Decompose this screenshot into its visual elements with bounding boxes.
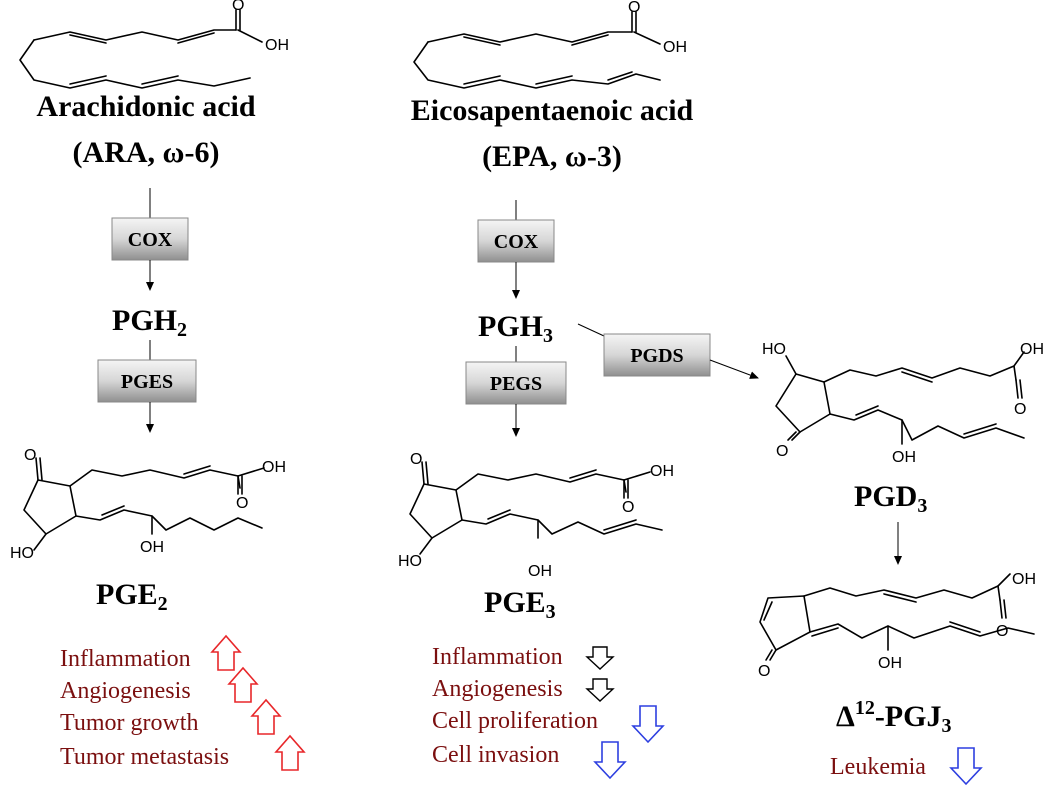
ara-name: Arachidonic acid — [36, 90, 255, 123]
pgd3-label: PGD3 — [854, 480, 927, 517]
down-arrow-icon — [585, 678, 615, 702]
atom-label: OH — [663, 39, 687, 56]
cox-right-box: COX — [477, 219, 555, 263]
pgh2-label: PGH2 — [112, 304, 187, 341]
atom-label: O — [628, 0, 640, 16]
atom-label: OH — [262, 459, 286, 476]
atom-label: OH — [1020, 341, 1044, 358]
up-arrow-icon — [210, 634, 242, 671]
pgds-box: PGDS — [603, 333, 711, 377]
up-arrow-icon — [227, 666, 259, 703]
up-arrow-icon — [274, 734, 306, 771]
pgd3-structure — [775, 351, 1025, 445]
effect-text: Tumor growth — [60, 710, 198, 736]
pges-box: PGES — [97, 359, 197, 403]
pgj3-structure — [759, 573, 1035, 661]
effect-text: Inflammation — [432, 644, 563, 670]
atom-label: O — [232, 0, 244, 14]
enzyme-label: COX — [494, 231, 539, 253]
arrow-to-pgd3 — [709, 359, 759, 379]
pgj3-label: Δ12-PGJ3 — [836, 697, 951, 737]
enzyme-label: COX — [128, 229, 173, 251]
pge3-label: PGE3 — [484, 586, 556, 623]
atom-label: O — [1014, 401, 1026, 418]
down-arrow-icon — [585, 646, 615, 670]
atom-label: OH — [1012, 571, 1036, 588]
pge2-label: PGE2 — [96, 578, 168, 615]
enzyme-label: PGDS — [630, 345, 683, 367]
epa-abbr: (EPA, ω-3) — [482, 140, 622, 173]
pegs-box: PEGS — [465, 361, 567, 405]
effect-text: Cell invasion — [432, 742, 559, 768]
atom-label: O — [622, 499, 634, 516]
atom-label: OH — [140, 539, 164, 556]
down-arrow-icon — [593, 741, 627, 780]
atom-label: OH — [650, 463, 674, 480]
atom-label: O — [410, 451, 422, 468]
pgh3-label: PGH3 — [478, 310, 553, 347]
atom-label: O — [24, 447, 36, 464]
enzyme-label: PGES — [121, 371, 173, 393]
effect-text: Cell proliferation — [432, 708, 598, 734]
atom-label: O — [776, 443, 788, 460]
atom-label: HO — [398, 553, 422, 570]
effect-text: Leukemia — [830, 754, 926, 780]
pge3-structure — [409, 461, 663, 555]
cox-left-box: COX — [111, 217, 189, 261]
down-arrow-icon — [949, 747, 983, 786]
connector-line — [577, 323, 605, 337]
down-arrow-icon — [631, 705, 665, 744]
pge2-structure — [23, 457, 265, 551]
atom-label: O — [236, 495, 248, 512]
atom-label: O — [996, 623, 1008, 640]
atom-label: HO — [762, 341, 786, 358]
atom-label: OH — [265, 37, 289, 54]
effect-text: Angiogenesis — [60, 678, 191, 704]
enzyme-label: PEGS — [490, 373, 542, 395]
effect-text: Inflammation — [60, 646, 191, 672]
atom-label: O — [758, 663, 770, 680]
ara-abbr: (ARA, ω-6) — [73, 136, 220, 169]
atom-label: OH — [892, 449, 916, 466]
effect-text: Tumor metastasis — [60, 744, 229, 770]
up-arrow-icon — [250, 698, 282, 735]
atom-label: OH — [878, 655, 902, 672]
arachidonic-acid-structure — [19, 9, 263, 89]
epa-structure — [413, 11, 661, 89]
atom-label: HO — [10, 545, 34, 562]
epa-name: Eicosapentaenoic acid — [411, 94, 694, 127]
atom-label: OH — [528, 563, 552, 580]
effect-text: Angiogenesis — [432, 676, 563, 702]
